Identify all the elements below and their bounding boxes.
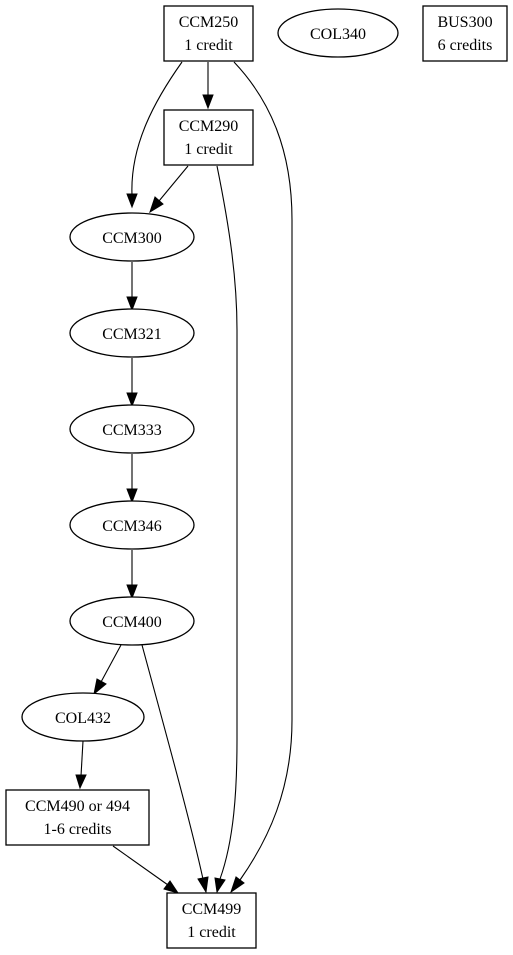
node-ccm333-label: CCM333 <box>102 422 162 439</box>
edge-ccm250-ccm499 <box>233 61 293 881</box>
arrow-ccm321-ccm333 <box>126 392 138 408</box>
arrow-ccm300-ccm321 <box>126 296 138 312</box>
node-ccm250-line2: 1 credit <box>184 37 233 54</box>
node-ccm400[interactable]: CCM400 <box>69 596 195 646</box>
edge-ccm290-ccm300 <box>158 165 189 202</box>
node-ccm250-line1: CCM250 <box>179 14 239 31</box>
node-ccm300-label: CCM300 <box>102 230 162 247</box>
edge-ccm290-ccm499 <box>216 165 238 880</box>
edge-ccm400-ccm499 <box>141 644 204 880</box>
node-col432-label: COL432 <box>55 710 111 727</box>
node-ccm290-line1: CCM290 <box>179 118 239 135</box>
arrow-ccm290-ccm499 <box>214 877 226 894</box>
node-col340-ellipse <box>277 8 399 58</box>
arrow-ccm400-col432 <box>93 678 107 696</box>
node-ccm499[interactable]: CCM499 1 credit <box>166 892 257 949</box>
node-ccm400-label: CCM400 <box>102 614 162 631</box>
node-ccm333-ellipse <box>69 404 195 454</box>
node-ccm321-label: CCM321 <box>102 326 162 343</box>
arrow-ccm250-ccm300 <box>126 193 138 209</box>
edge-ccm490-ccm499 <box>112 845 169 886</box>
node-col432[interactable]: COL432 <box>21 692 145 742</box>
node-ccm499-box <box>166 892 257 949</box>
arrow-ccm290-ccm300 <box>149 196 164 214</box>
arrow-ccm400-ccm499 <box>197 876 209 894</box>
node-bus300-box <box>422 5 508 62</box>
edge-ccm400-col432 <box>100 644 122 683</box>
node-ccm346-ellipse <box>69 500 195 550</box>
node-ccm290[interactable]: CCM290 1 credit <box>163 109 254 166</box>
node-bus300-line2: 6 credits <box>438 37 493 54</box>
node-ccm300-ellipse <box>69 212 195 262</box>
arrow-ccm250-ccm499 <box>230 876 245 894</box>
node-bus300[interactable]: BUS300 6 credits <box>422 5 508 62</box>
nodes: CCM250 1 credit COL340 BUS300 6 credits … <box>5 5 508 949</box>
edge-ccm250-ccm300 <box>131 61 183 196</box>
node-ccm290-line2: 1 credit <box>184 141 233 158</box>
edges <box>75 61 293 894</box>
node-ccm333[interactable]: CCM333 <box>69 404 195 454</box>
node-ccm490-line1: CCM490 or 494 <box>25 798 130 815</box>
arrow-ccm346-ccm400 <box>126 584 138 600</box>
arrow-col432-ccm490 <box>75 774 87 790</box>
node-ccm290-box <box>163 109 254 166</box>
node-ccm321[interactable]: CCM321 <box>69 308 195 358</box>
node-ccm321-ellipse <box>69 308 195 358</box>
node-col432-ellipse <box>21 692 145 742</box>
node-ccm490-line2: 1-6 credits <box>44 821 112 838</box>
node-ccm490-box <box>5 789 150 846</box>
node-ccm300[interactable]: CCM300 <box>69 212 195 262</box>
node-ccm250-box <box>163 5 254 62</box>
edge-col432-ccm490 <box>80 740 84 777</box>
node-ccm346[interactable]: CCM346 <box>69 500 195 550</box>
node-bus300-line1: BUS300 <box>437 14 492 31</box>
arrow-ccm333-ccm346 <box>126 488 138 504</box>
node-col340[interactable]: COL340 <box>277 8 399 58</box>
arrow-ccm250-ccm290 <box>202 94 214 110</box>
node-ccm346-label: CCM346 <box>102 518 162 535</box>
arrow-ccm490-ccm499 <box>163 880 180 894</box>
node-ccm400-ellipse <box>69 596 195 646</box>
node-col340-label: COL340 <box>310 26 366 43</box>
node-ccm499-line2: 1 credit <box>187 924 236 941</box>
node-ccm490[interactable]: CCM490 or 494 1-6 credits <box>5 789 150 846</box>
node-ccm250[interactable]: CCM250 1 credit <box>163 5 254 62</box>
node-ccm499-line1: CCM499 <box>182 901 242 918</box>
